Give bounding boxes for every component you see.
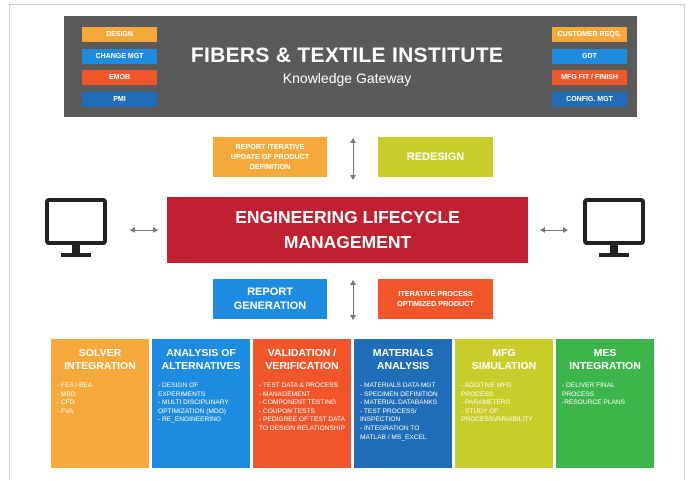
list-item: - SPECIMEN DEFINITION xyxy=(360,390,438,398)
report-generation-box: REPORT GENERATION xyxy=(213,279,327,319)
header-banner: DESIGN CHANGE MGT EMOB PMI CUSTOMER REQS… xyxy=(64,16,637,117)
elm-line-2: MANAGEMENT xyxy=(283,232,412,252)
column-title: MATERIALS ANALYSIS xyxy=(360,347,446,373)
list-item: - PARAMETERS xyxy=(461,399,510,407)
list-item: PROCESSVARIABILITY xyxy=(461,416,533,424)
list-item: -RESOURCE PLANS xyxy=(562,399,626,407)
list-item: - PEDIGREE OF TEST DATA xyxy=(259,416,345,424)
list-item: - DESIGN OF xyxy=(158,382,199,389)
list-item: - FVA xyxy=(57,407,74,415)
column-title-line: MATERIALS xyxy=(372,347,434,359)
list-item: - TEST DATA & PROCESS xyxy=(259,382,339,389)
column-list: - FEA / BEA - MBD - CFD - FVA xyxy=(57,382,143,416)
tag-mfg-fit-finish: MFG FIT / FINISH xyxy=(552,70,627,85)
column-validation-verification: VALIDATION / VERIFICATION - TEST DATA & … xyxy=(253,339,351,468)
report-generation-line-2: GENERATION xyxy=(233,300,307,312)
tag-customer-reqs: CUSTOMER REQS. xyxy=(552,27,627,42)
column-mfg-simulation: MFG SIMULATION - ADDITIVE MFG PROCESS - … xyxy=(455,339,553,468)
tag-emob: EMOB xyxy=(82,70,157,85)
list-item: PROCESS xyxy=(562,390,595,398)
list-item: - INTEGRATION TO xyxy=(360,424,420,432)
column-materials-analysis: MATERIALS ANALYSIS - MATERIALS DATA MGT … xyxy=(354,339,452,468)
list-item: - COMPONENT TESTING xyxy=(259,399,337,407)
column-mes-integration: MES INTEGRATION - DELIVER FINAL PROCESS … xyxy=(556,339,654,468)
list-item: - MBD xyxy=(57,390,76,398)
column-list: - DELIVER FINAL PROCESS -RESOURCE PLANS xyxy=(562,382,648,408)
monitor-icon xyxy=(583,198,645,257)
list-item: - RE_ENGINEERING xyxy=(158,416,222,424)
column-list: - MATERIALS DATA MGT - SPECIMEN DEFINITI… xyxy=(360,382,446,442)
column-title-line: VALIDATION / xyxy=(267,347,337,359)
column-title-line: VERIFICATION xyxy=(265,360,339,372)
column-title-line: MES xyxy=(593,347,617,359)
elm-line-1: ENGINEERING LIFECYCLE xyxy=(235,207,460,227)
list-item: - MATERIAL DATABANKS xyxy=(360,399,438,407)
double-arrow-icon xyxy=(540,227,568,233)
column-title: SOLVER INTEGRATION xyxy=(57,347,143,373)
column-title: ANALYSIS OF ALTERNATIVES xyxy=(158,347,244,373)
monitor-icon xyxy=(45,198,107,257)
iterative-process-box: ITERATIVE PROCESS OPTIMIZED PRODUCT xyxy=(378,279,493,319)
institute-subtitle: Knowledge Gateway xyxy=(282,70,412,86)
list-item: MATLAB / MS_EXCEL xyxy=(360,433,427,441)
column-title-line: SIMULATION xyxy=(471,360,537,372)
tag-change-mgt: CHANGE MGT xyxy=(82,49,157,64)
iterative-process-line-2: OPTIMIZED PRODUCT xyxy=(397,299,474,308)
list-item: - DELIVER FINAL xyxy=(562,382,615,389)
tag-pmi: PMI xyxy=(82,92,157,107)
column-title: VALIDATION / VERIFICATION xyxy=(259,347,345,373)
column-title-line: INTEGRATION xyxy=(569,360,641,372)
column-title-line: INTEGRATION xyxy=(64,360,136,372)
tag-design: DESIGN xyxy=(82,27,157,42)
list-item: - MANAGEMENT xyxy=(259,390,311,398)
redesign-box: REDESIGN xyxy=(378,137,493,177)
column-title-line: ALTERNATIVES xyxy=(161,360,241,372)
list-item: OPTIMIZATION (MDO) xyxy=(158,407,227,415)
report-iterative-box: REPORT ITERATIVE UPDATE OF PRODUCT DEFIN… xyxy=(213,137,327,177)
list-item: - TEST PROCESS/ xyxy=(360,407,417,415)
list-item: - MULTI DISCIPLINARY xyxy=(158,399,229,407)
list-item: PROCESS xyxy=(461,390,494,398)
list-item: - COUPON TESTS xyxy=(259,407,315,415)
column-title: MES INTEGRATION xyxy=(562,347,648,373)
double-arrow-icon xyxy=(350,280,356,320)
tag-gdt: GDT xyxy=(552,49,627,64)
column-list: - DESIGN OF EXPERIMENTS - MULTI DISCIPLI… xyxy=(158,382,244,425)
column-title-line: ANALYSIS OF xyxy=(166,347,236,359)
elm-box: ENGINEERING LIFECYCLE MANAGEMENT xyxy=(167,197,528,263)
double-arrow-icon xyxy=(350,138,356,180)
column-solver-integration: SOLVER INTEGRATION - FEA / BEA - MBD - C… xyxy=(51,339,149,468)
list-item: - CFD xyxy=(57,399,75,407)
list-item: TO DESIGN RELATIONSHIP xyxy=(259,424,345,432)
list-item: INSPECTION xyxy=(360,416,401,424)
list-item: - MATERIALS DATA MGT xyxy=(360,382,436,389)
report-generation-line-1: REPORT xyxy=(247,286,293,298)
double-arrow-icon xyxy=(130,227,158,233)
column-analysis-of-alternatives: ANALYSIS OF ALTERNATIVES - DESIGN OF EXP… xyxy=(152,339,250,468)
column-list: - TEST DATA & PROCESS - MANAGEMENT - COM… xyxy=(259,382,345,434)
column-title-line: ANALYSIS xyxy=(376,360,430,372)
list-item: - FEA / BEA xyxy=(57,382,93,389)
column-title: MFG SIMULATION xyxy=(461,347,547,373)
diagram-frame xyxy=(9,4,685,480)
iterative-process-line-1: ITERATIVE PROCESS xyxy=(398,289,473,298)
column-title-line: MFG xyxy=(492,347,516,359)
list-item: EXPERIMENTS xyxy=(158,390,206,398)
institute-title: FIBERS & TEXTILE INSTITUTE xyxy=(190,44,504,67)
list-item: - STUDY OF xyxy=(461,407,499,415)
column-title-line: SOLVER xyxy=(78,347,122,359)
list-item: - ADDITIVE MFG xyxy=(461,382,512,389)
tag-config-mgt: CONFIG. MGT xyxy=(552,92,627,107)
column-list: - ADDITIVE MFG PROCESS - PARAMETERS - ST… xyxy=(461,382,547,425)
